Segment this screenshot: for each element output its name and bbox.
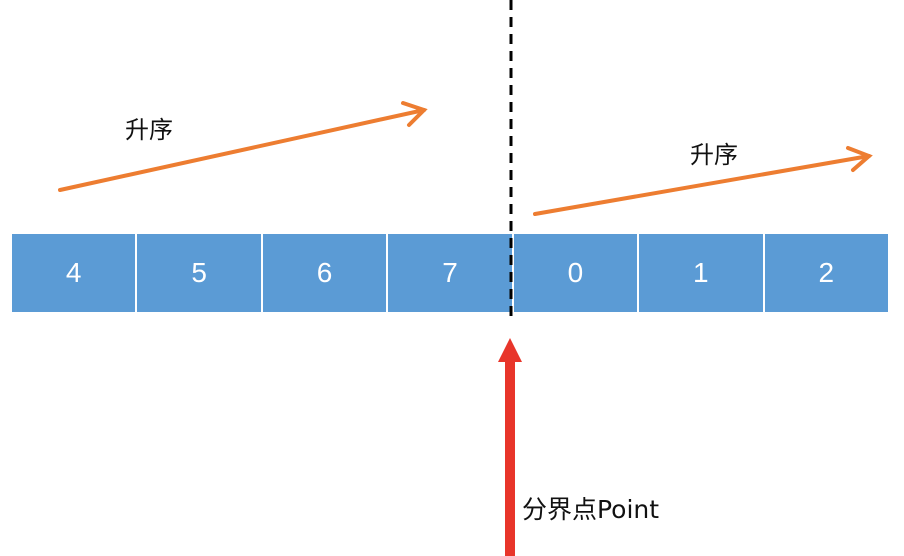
array-cell: 5	[137, 234, 263, 312]
array-cell: 2	[764, 234, 888, 312]
array-cell: 1	[639, 234, 765, 312]
array-cell: 7	[388, 234, 514, 312]
right-ascending-arrow	[533, 146, 873, 216]
array-cell: 4	[12, 234, 138, 312]
left-ascending-label: 升序	[125, 116, 173, 144]
left-ascending-arrow	[58, 101, 428, 192]
array-cell: 6	[262, 234, 389, 312]
right-ascending-label: 升序	[690, 141, 738, 169]
array-row: 4 5 6 7 0 1 2	[12, 234, 888, 312]
point-arrow	[498, 338, 522, 556]
array-cell: 0	[513, 234, 640, 312]
point-label: 分界点Point	[522, 495, 660, 524]
